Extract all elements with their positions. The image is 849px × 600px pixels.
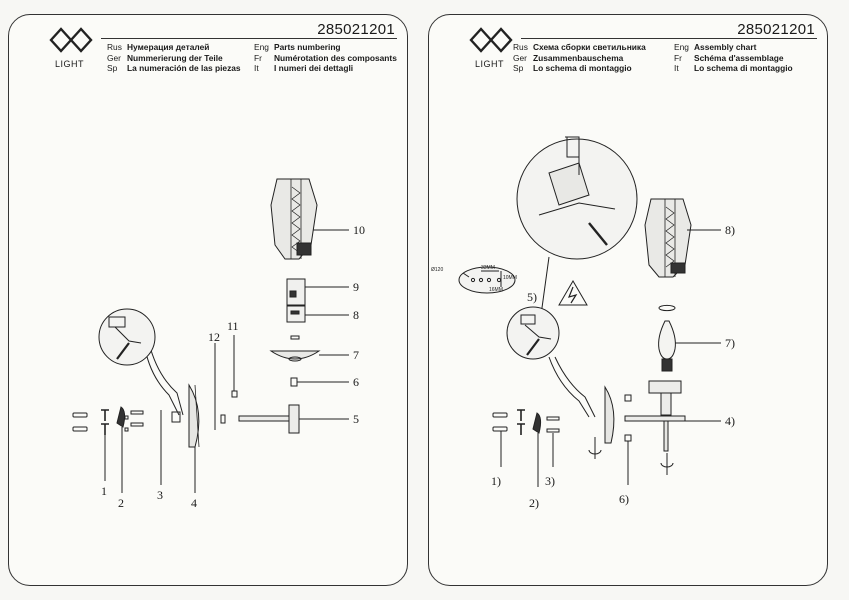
candle-bulb-icon	[658, 320, 676, 360]
label-8: 8	[353, 308, 359, 322]
template-depth: 16MM	[489, 287, 503, 293]
label-5: 5)	[527, 290, 537, 304]
label-1: 1	[101, 484, 107, 498]
label-3: 3)	[545, 474, 555, 488]
arm-cup-icon	[648, 380, 682, 394]
wiring-detail-icon	[506, 306, 560, 360]
template-width: 33MM	[481, 265, 495, 271]
label-11: 11	[227, 319, 239, 333]
glass-shade-icon	[270, 178, 318, 260]
product-code: 285021201	[737, 21, 815, 38]
brand-logo-icon	[469, 27, 513, 53]
brand-logo-text: LIGHT	[475, 59, 505, 69]
canopy-icon	[188, 383, 200, 448]
screws-icon	[124, 410, 144, 432]
glass-shade-icon	[644, 198, 692, 278]
bracket-icon	[116, 406, 126, 428]
header-rule	[521, 38, 817, 39]
template-diameter: Ø120	[431, 267, 443, 273]
parts-diagram: 10 9 8 7 6 5 11 12 4 3 2 1	[72, 178, 365, 510]
product-code: 285021201	[317, 21, 395, 38]
cup-icon	[269, 350, 321, 360]
label-9: 9	[353, 280, 359, 294]
label-5: 5	[353, 412, 359, 426]
label-12: 12	[208, 330, 220, 344]
header-rule	[101, 38, 397, 39]
template-height: 10MM	[503, 275, 517, 281]
label-10: 10	[353, 223, 365, 237]
wiring-detail-icon	[98, 308, 156, 366]
label-7: 7	[353, 348, 359, 362]
assembly-diagram: Ø120 33MM 10MM 16MM 8) 7) 4) 5) 6) 3) 2)…	[431, 136, 735, 510]
label-1: 1)	[491, 474, 501, 488]
brand-logo-text: LIGHT	[55, 59, 85, 69]
washer-12-icon	[220, 414, 226, 424]
label-2: 2	[118, 496, 124, 510]
screw-11-icon	[231, 390, 238, 398]
label-2: 2)	[529, 496, 539, 510]
canopy-icon	[604, 385, 615, 444]
label-7: 7)	[725, 336, 735, 350]
label-6: 6	[353, 375, 359, 389]
label-6: 6)	[619, 492, 629, 506]
bracket-icon	[532, 412, 542, 434]
dowels-icon	[492, 409, 525, 435]
label-3: 3	[157, 488, 163, 502]
arm-icon	[238, 415, 292, 422]
brand-logo-icon	[49, 27, 93, 53]
label-4: 4	[191, 496, 197, 510]
electric-warning-icon	[558, 280, 588, 306]
label-8: 8)	[725, 223, 735, 237]
dowels-icon	[72, 409, 109, 435]
nut-icon	[290, 377, 298, 387]
screws-icon	[546, 416, 560, 433]
label-4: 4)	[725, 414, 735, 428]
